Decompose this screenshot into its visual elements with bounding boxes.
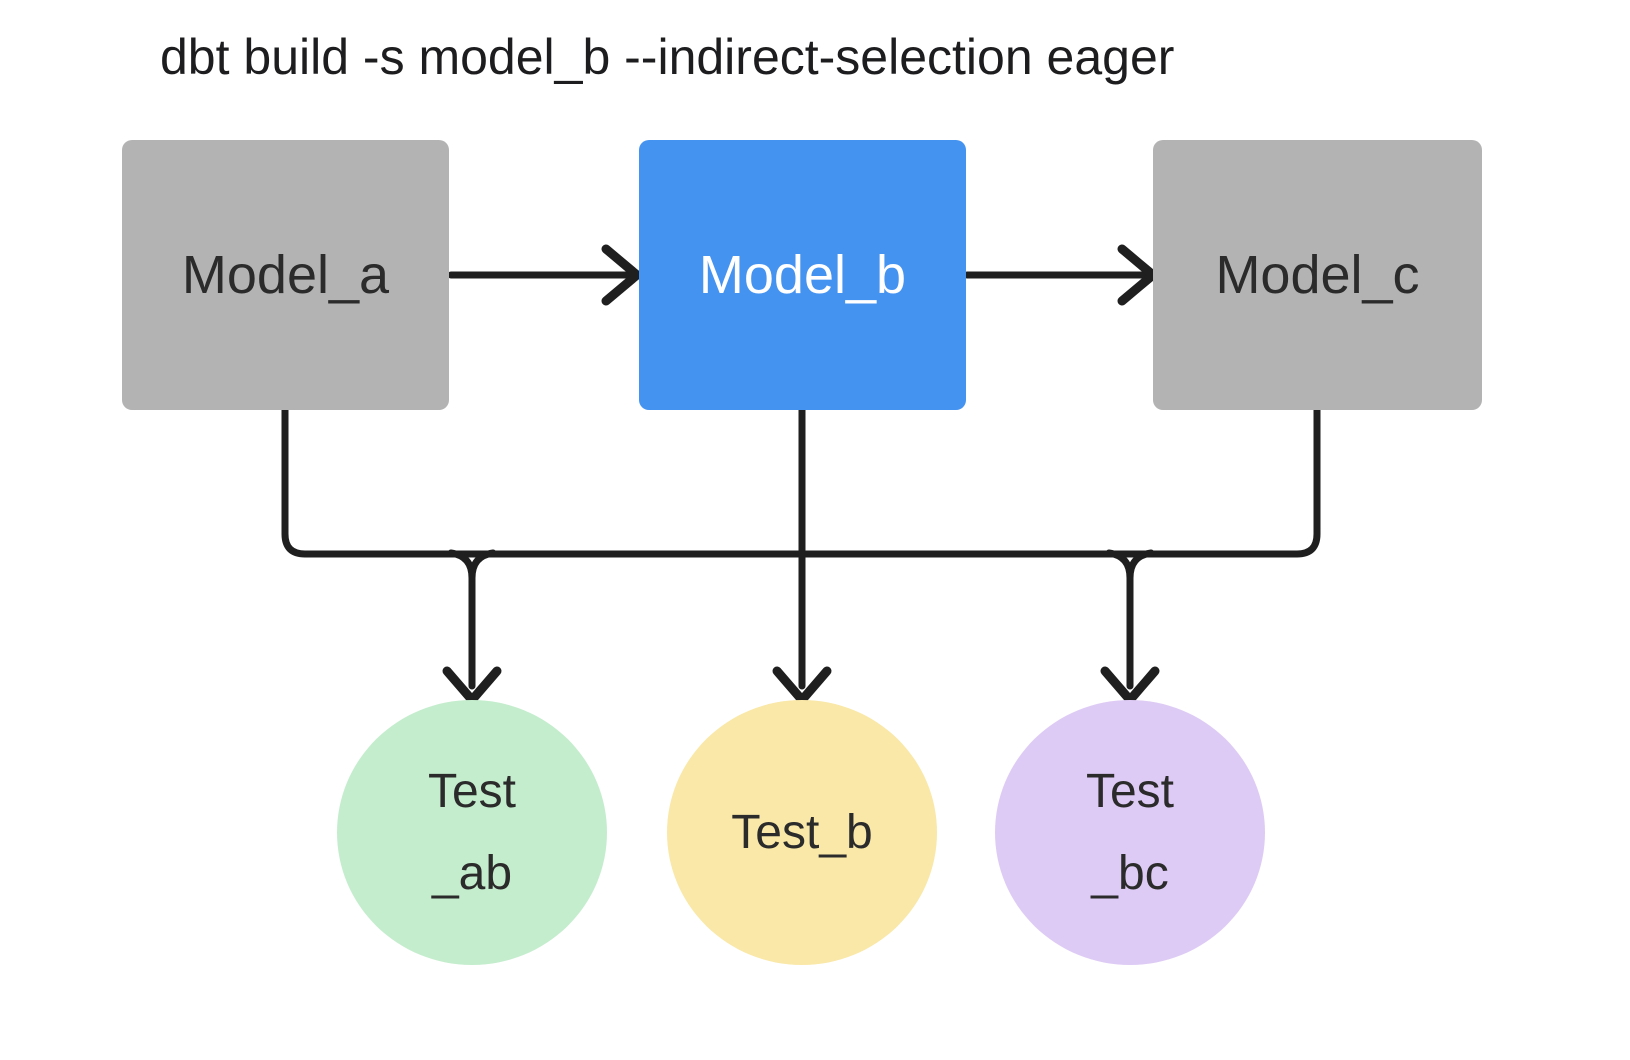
test-bc-label-line1: Test — [1085, 764, 1175, 818]
edge-fork-test-bc-right-shoulder — [1126, 549, 1155, 582]
test-node-ab: Test _ab — [337, 700, 607, 965]
model-node-b-selected: Model_b — [639, 140, 966, 410]
model-a-label: Model_a — [181, 245, 390, 305]
test-b-label-line1: Test_b — [731, 805, 873, 859]
command-title: dbt build -s model_b --indirect-selectio… — [160, 29, 1175, 85]
arrowhead-model-b — [601, 244, 642, 306]
edge-fork-test-ab-right-shoulder — [468, 549, 497, 582]
test-node-bc: Test _bc — [995, 700, 1265, 965]
model-c-label: Model_c — [1215, 245, 1420, 305]
model-node-c: Model_c — [1153, 140, 1482, 410]
test-bc-label-line2: _bc — [1091, 846, 1169, 900]
test-ab-label-line2: _ab — [431, 846, 513, 900]
test-ab-label-line1: Test — [427, 764, 517, 818]
model-node-a: Model_a — [122, 140, 449, 410]
model-b-label: Model_b — [698, 245, 907, 305]
test-node-b: Test_b — [667, 700, 937, 965]
